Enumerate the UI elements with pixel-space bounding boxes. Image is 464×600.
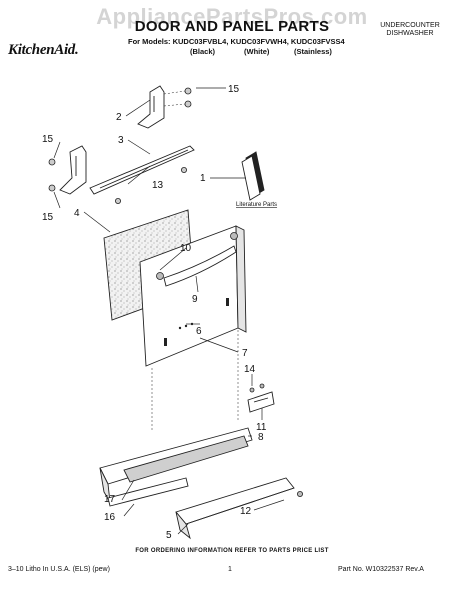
door-handle <box>163 245 237 287</box>
callout-8: 8 <box>258 432 264 443</box>
category-line-1: UNDERCOUNTER <box>380 22 440 29</box>
models-line: For Models: KUDC03FVBL4, KUDC03FVWH4, KU… <box>128 37 345 46</box>
callout-leaders <box>53 87 285 535</box>
panel-holes <box>164 298 229 346</box>
hinge-bracket-left <box>59 145 87 195</box>
footer-page-number: 1 <box>228 566 232 573</box>
access-panel-bracket <box>107 477 189 507</box>
screws-13 <box>115 166 187 204</box>
callout-15-left-upper: 15 <box>42 134 54 145</box>
callout-13: 13 <box>152 180 164 191</box>
door-latch-bracket <box>247 391 275 413</box>
model-color-stainless: (Stainless) <box>294 47 332 56</box>
literature-parts-booklet <box>241 151 265 201</box>
footer-print-info: 3–10 Litho In U.S.A. (ELS) (pew) <box>8 566 110 573</box>
callout-17: 17 <box>104 494 116 505</box>
callout-11: 11 <box>256 422 267 433</box>
callout-6: 6 <box>196 326 202 337</box>
latch-screws-14 <box>249 383 265 393</box>
hinge-rail <box>89 145 195 195</box>
page-title: DOOR AND PANEL PARTS <box>134 18 330 35</box>
screws-15-left <box>48 158 56 192</box>
callout-15-left-lower: 15 <box>42 212 54 223</box>
screws-15-top <box>184 87 192 108</box>
toe-kick-assembly <box>99 427 253 503</box>
product-category: UNDERCOUNTER DISHWASHER <box>362 22 458 38</box>
callout-10: 10 <box>180 243 192 254</box>
ordering-note: FOR ORDERING INFORMATION REFER TO PARTS … <box>135 548 329 554</box>
callout-7: 7 <box>242 348 248 359</box>
hinge-bracket-right <box>137 85 165 129</box>
handle-screws-10 <box>156 232 238 280</box>
footer-part-number: Part No. W10322537 Rev.A <box>338 566 424 573</box>
callout-5: 5 <box>166 530 172 541</box>
callout-12: 12 <box>240 506 252 517</box>
callout-3: 3 <box>118 135 124 146</box>
model-color-white: (White) <box>244 47 270 56</box>
category-line-2: DISHWASHER <box>386 30 434 37</box>
callout-1: 1 <box>200 173 206 184</box>
watermark: AppliancePartsPros.com <box>96 4 368 29</box>
callout-14: 14 <box>244 364 256 375</box>
callout-2: 2 <box>116 112 122 123</box>
model-color-black: (Black) <box>190 47 216 56</box>
callout-4: 4 <box>74 208 80 219</box>
callout-16: 16 <box>104 512 116 523</box>
literature-parts-label: Literature Parts <box>236 202 277 208</box>
brand-logo: KitchenAid. <box>8 42 79 58</box>
callout-15-top: 15 <box>228 84 240 95</box>
trim-screw-12 <box>296 490 303 497</box>
base-trim <box>175 477 295 540</box>
callout-9: 9 <box>192 294 198 305</box>
